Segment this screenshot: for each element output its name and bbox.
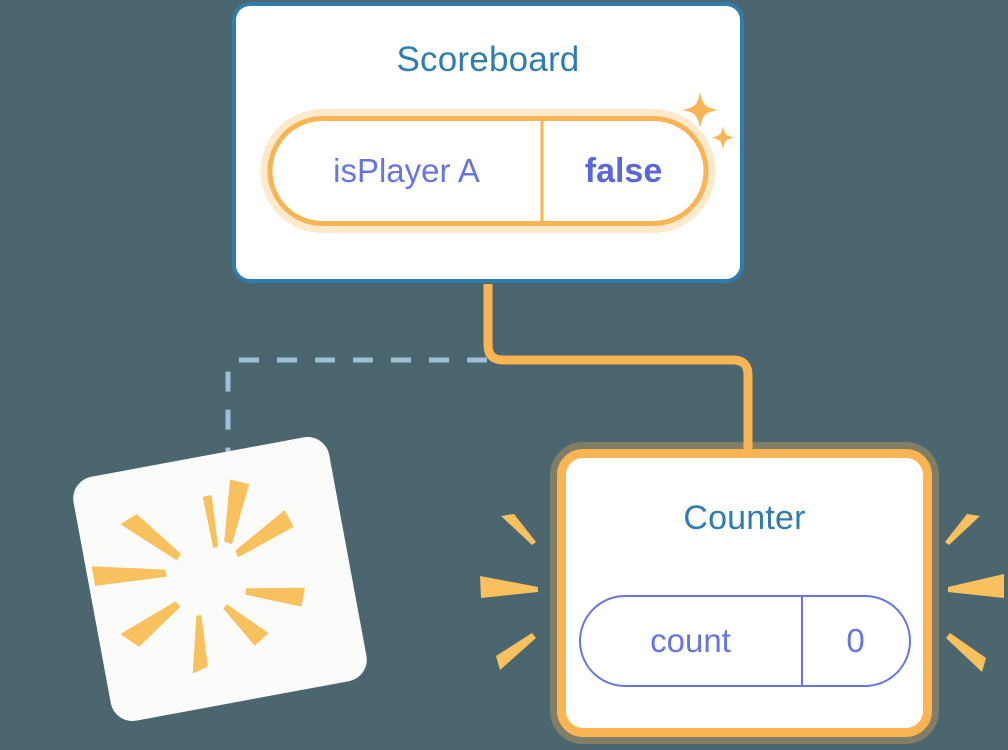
burst-ray-left-mid	[480, 576, 538, 598]
burst-ray-left-bottom	[496, 633, 536, 670]
burst-group-rotated-card	[91, 479, 306, 674]
counter-card[interactable]: Counter count 0	[557, 449, 932, 737]
burst-ray-e	[245, 587, 306, 607]
burst-ray-sw	[120, 601, 181, 647]
burst-ray-nne	[224, 479, 250, 545]
burst-ray-right-top	[945, 514, 980, 545]
burst-ray-n	[202, 495, 219, 548]
scoreboard-state-pill-divider	[540, 121, 544, 221]
scoreboard-state-pill[interactable]: isPlayer A false	[267, 116, 709, 226]
burst-ray-right-mid	[948, 574, 1004, 598]
burst-ray-nw	[120, 514, 181, 561]
burst-rays-right-of-counter	[945, 514, 1004, 672]
counter-state-pill[interactable]: count 0	[578, 595, 911, 687]
burst-ray-s	[192, 615, 208, 674]
burst-ray-ne	[235, 510, 294, 558]
rotated-blank-card[interactable]	[69, 433, 371, 725]
burst-ray-sse	[223, 604, 269, 646]
scoreboard-state-value: false	[584, 151, 663, 190]
scoreboard-card-title: Scoreboard	[396, 40, 580, 79]
counter-state-pill-divider	[800, 597, 803, 685]
burst-ray-right-bottom	[946, 633, 986, 672]
connector-solid-scoreboard-to-counter	[483, 284, 753, 452]
scoreboard-state-key: isPlayer A	[333, 152, 480, 189]
burst-ray-left-top	[501, 514, 536, 545]
scoreboard-state-pill-wrap: isPlayer A false	[267, 116, 709, 226]
counter-state-value: 0	[846, 622, 865, 659]
counter-state-key: count	[650, 622, 731, 659]
burst-rays-left-of-counter	[480, 514, 538, 670]
scoreboard-card[interactable]: Scoreboard isPlayer A false	[232, 2, 744, 283]
counter-card-title: Counter	[683, 499, 806, 537]
burst-ray-w	[91, 566, 167, 586]
